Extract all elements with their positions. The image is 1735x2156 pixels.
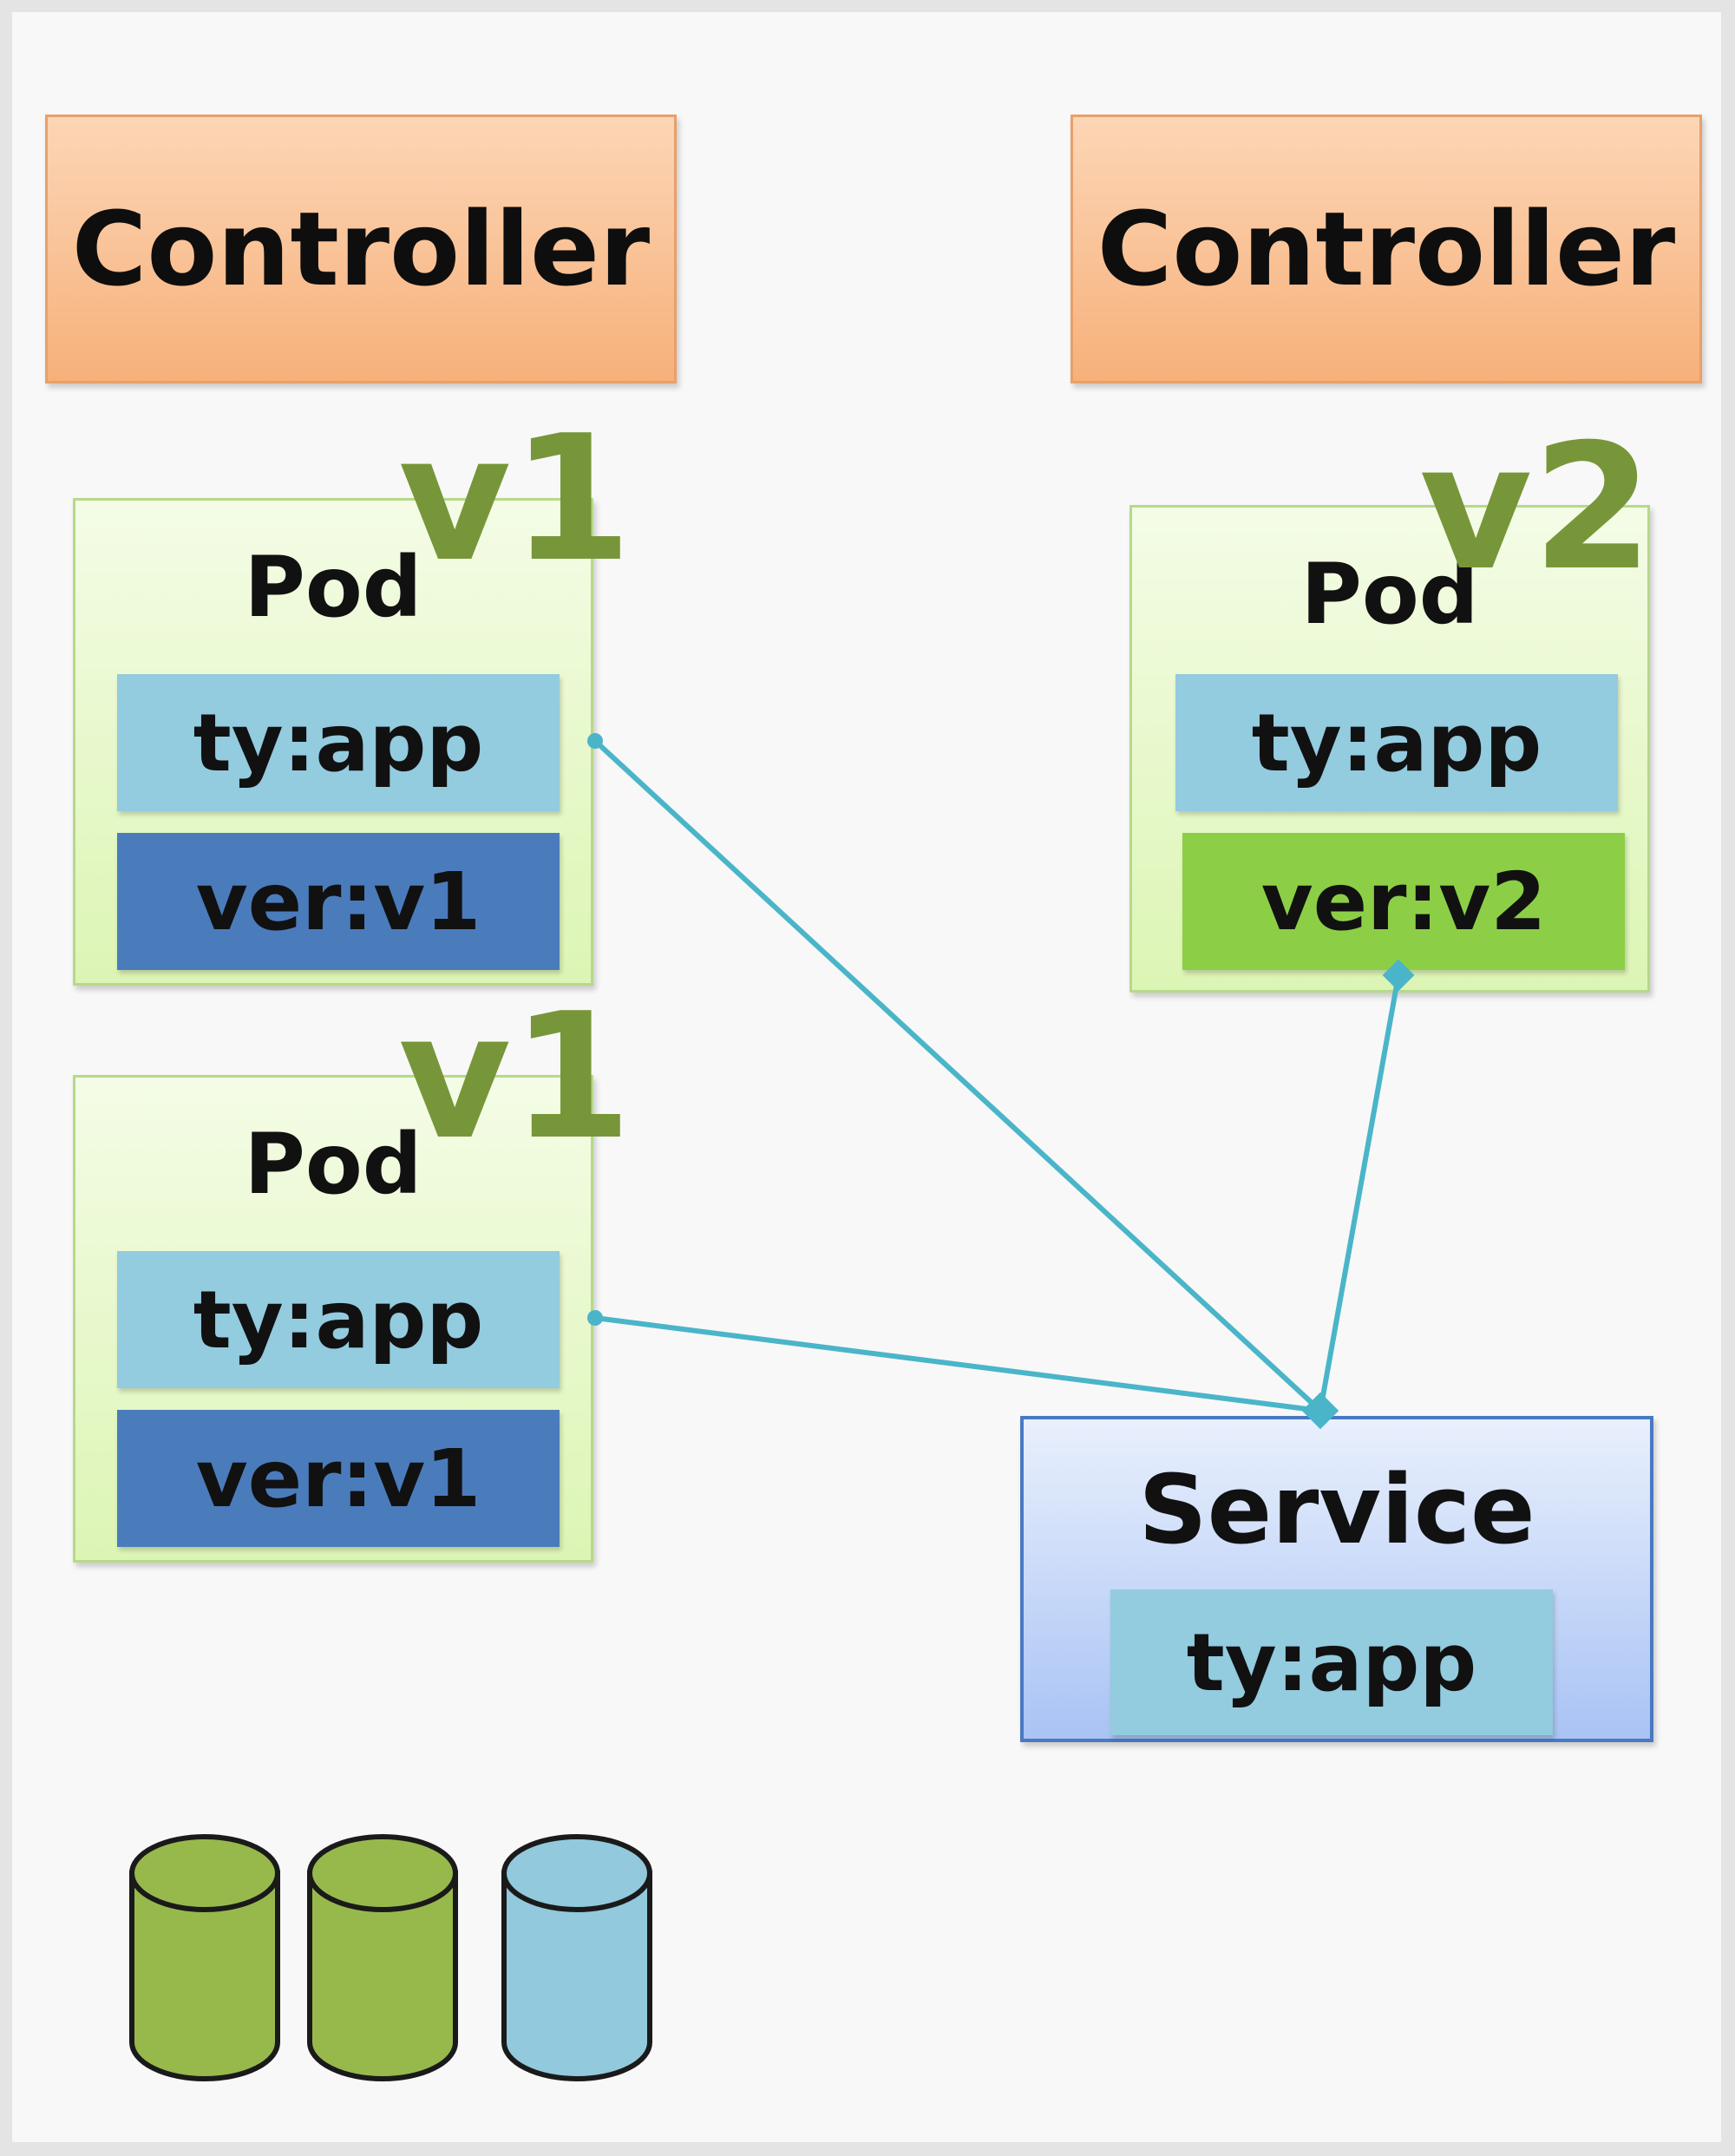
link-markers [587, 733, 1415, 1430]
selector-links [593, 738, 1401, 1413]
service-selector-label: ty:app [1110, 1589, 1553, 1735]
pod-v2-version-label: ver:v2 [1182, 833, 1625, 970]
cylinder-v1-a [129, 1834, 280, 2081]
pod-v1-b-version-tag: v1 [398, 976, 632, 1178]
controller-v1: Controller [45, 115, 677, 383]
marker-pod-v1-a [587, 733, 603, 749]
pod-v1-a-title: Pod [244, 539, 422, 636]
link-pod-v1-a-to-service [593, 738, 1323, 1413]
service: Service ty:app [1020, 1416, 1653, 1742]
pod-v1-b: Pod ty:app ver:v1 [73, 1075, 593, 1563]
marker-pod-v2 [1382, 959, 1415, 992]
pod-v2-type-label: ty:app [1175, 674, 1618, 811]
diagram-canvas: Controller Controller Pod ty:app ver:v1 … [12, 12, 1721, 2142]
controller-v2-label: Controller [1097, 189, 1676, 309]
pod-v1-b-title: Pod [244, 1116, 422, 1213]
pod-v2-title: Pod [1300, 546, 1479, 643]
marker-pod-v1-b [587, 1310, 603, 1326]
pod-v1-a-type-label: ty:app [117, 674, 560, 811]
controller-v1-label: Controller [71, 189, 651, 309]
marker-service [1301, 1392, 1339, 1430]
link-pod-v1-b-to-service [594, 1315, 1321, 1413]
pod-v1-b-version-label: ver:v1 [117, 1410, 560, 1547]
link-pod-v2-to-service [1318, 974, 1401, 1412]
pod-v1-a-version-tag: v1 [398, 398, 632, 600]
cylinder-v2 [501, 1834, 652, 2081]
pod-v1-a-version-label: ver:v1 [117, 833, 560, 970]
service-title: Service [1138, 1454, 1535, 1565]
pod-v1-a: Pod ty:app ver:v1 [73, 498, 593, 986]
controller-v2: Controller [1070, 115, 1702, 383]
pod-v2: Pod ty:app ver:v2 [1129, 505, 1650, 993]
pod-v1-b-type-label: ty:app [117, 1251, 560, 1388]
diagram-overlay [129, 733, 1415, 2081]
pod-v2-version-tag: v2 [1419, 407, 1653, 609]
cylinder-v1-b [307, 1834, 458, 2081]
